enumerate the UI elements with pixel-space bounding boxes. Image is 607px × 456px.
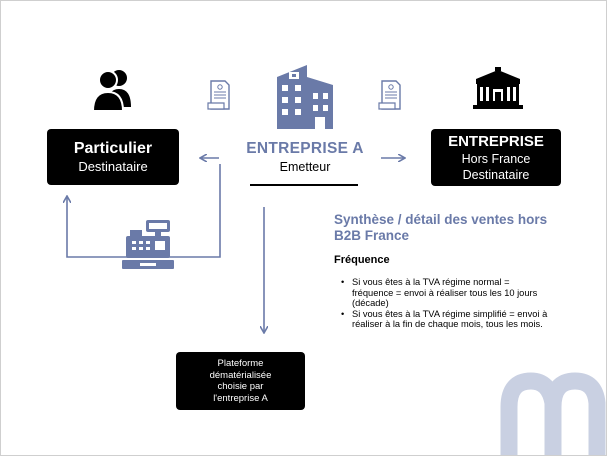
particulier-box: Particulier Destinataire [47, 129, 179, 185]
plateforme-box: Plateforme dématérialisée choisie par l'… [176, 352, 305, 410]
brand-chevron-logo [500, 372, 606, 455]
office-building-icon [277, 65, 333, 129]
entreprise-title: ENTREPRISE [448, 132, 544, 150]
synthese-title: Synthèse / détail des ventes hors B2B Fr… [334, 212, 548, 243]
people-icon [91, 70, 131, 112]
invoice-document-icon [207, 80, 230, 110]
particulier-subtitle: Destinataire [78, 159, 148, 174]
entreprise-line3: Destinataire [462, 167, 530, 182]
plateforme-line: Plateforme [217, 358, 264, 369]
particulier-title: Particulier [73, 140, 153, 157]
entreprise-line2: Hors France [461, 151, 531, 166]
cash-register-icon [122, 220, 174, 269]
plateforme-line: choisie par [217, 381, 264, 392]
invoice-document-icon [378, 80, 401, 110]
entreprise-a-subtitle: Emetteur [279, 160, 331, 174]
frequence-title: Fréquence [334, 254, 390, 266]
entreprise-a-divider [250, 184, 358, 186]
list-item: Si vous êtes à la TVA régime normal = fr… [338, 277, 548, 309]
frequence-list: Si vous êtes à la TVA régime normal = fr… [338, 277, 548, 330]
plateforme-line: l'entreprise A [213, 392, 268, 404]
plateforme-line: dématérialisée [209, 369, 272, 381]
entreprise-a-title: ENTREPRISE A [246, 140, 364, 157]
bank-building-icon [473, 67, 523, 109]
entreprise-hors-france-box: ENTREPRISE Hors France Destinataire [431, 129, 561, 186]
list-item: Si vous êtes à la TVA régime simplifié =… [338, 309, 548, 330]
